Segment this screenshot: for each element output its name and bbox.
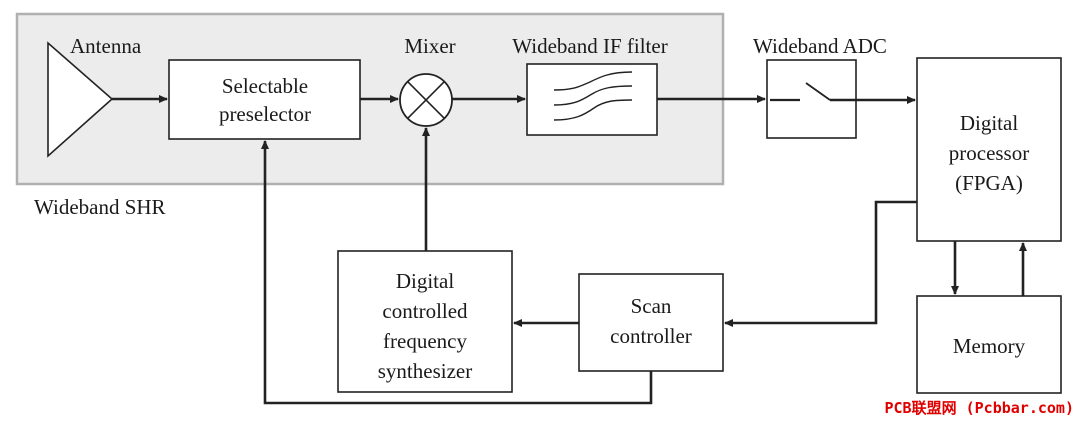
antenna-label: Antenna	[70, 34, 142, 58]
mixer-cross-icon-2	[407, 81, 445, 119]
adc-label: Wideband ADC	[753, 34, 887, 58]
arrow-processor-to-scan-controller	[724, 200, 917, 327]
scan-controller-block	[578, 273, 724, 372]
synthesizer-block	[337, 250, 513, 393]
processor-block	[916, 57, 1062, 242]
processor-label-line1: Digital	[960, 111, 1018, 135]
antenna-icon	[47, 41, 114, 158]
if-filter-block	[526, 63, 658, 136]
if-filter-label: Wideband IF filter	[512, 34, 667, 58]
synthesizer-label-line4: synthesizer	[378, 359, 472, 383]
synthesizer-label-line2: controlled	[382, 299, 468, 323]
synthesizer-label-line1: Digital	[396, 269, 454, 293]
scan-controller-label-line1: Scan	[631, 294, 672, 318]
watermark: PCB联盟网 (Pcbbar.com)	[885, 399, 1075, 417]
memory-block	[916, 295, 1062, 394]
wideband-shr-label: Wideband SHR	[34, 195, 166, 219]
switch-icon	[770, 82, 831, 102]
arrow-scan-controller-to-preselector	[261, 140, 653, 405]
processor-label-line2: processor	[949, 141, 1029, 165]
filter-curves-icon	[553, 71, 633, 121]
preselector-block	[168, 59, 361, 140]
scan-controller-label-line2: controller	[610, 324, 692, 348]
synthesizer-label-line3: frequency	[383, 329, 467, 353]
processor-label-line3: (FPGA)	[955, 171, 1023, 195]
preselector-label-line2: preselector	[219, 102, 311, 126]
preselector-label-line1: Selectable	[222, 74, 308, 98]
mixer-label: Mixer	[404, 34, 455, 58]
memory-label: Memory	[953, 334, 1026, 358]
